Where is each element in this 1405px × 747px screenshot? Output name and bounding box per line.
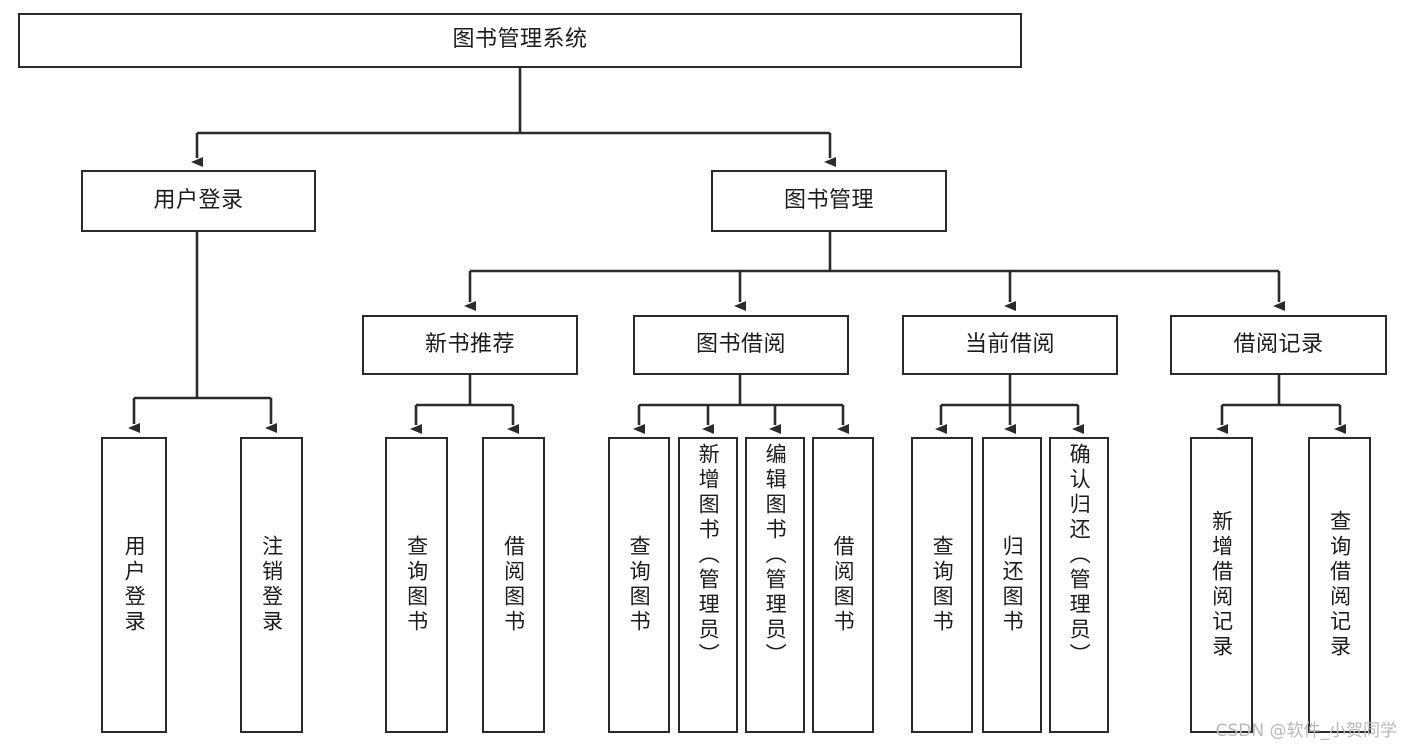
leaf-borrow-query-book[interactable]: 查询图书	[608, 437, 670, 733]
leaf-borrow-borrow-book[interactable]: 借阅图书	[812, 437, 874, 733]
leaf-new-book-borrow[interactable]: 借阅图书	[482, 437, 545, 733]
node-root-system[interactable]: 图书管理系统	[18, 13, 1022, 68]
node-label: 借阅记录	[1233, 331, 1324, 357]
node-book-management[interactable]: 图书管理	[711, 170, 947, 232]
node-borrow-records[interactable]: 借阅记录	[1170, 315, 1387, 375]
node-label: 借阅图书	[831, 535, 856, 635]
leaf-borrow-edit-book-admin[interactable]: 编辑图书（管理员）	[745, 437, 805, 733]
leaf-records-query-record[interactable]: 查询借阅记录	[1308, 437, 1371, 733]
leaf-user-login-logout[interactable]: 注销登录	[240, 437, 303, 733]
node-label: 新增借阅记录	[1209, 510, 1234, 660]
node-label: 查询图书	[627, 535, 652, 635]
node-label: 图书管理系统	[452, 27, 588, 53]
node-label: 注销登录	[259, 535, 284, 635]
node-label: 当前借阅	[964, 331, 1055, 357]
node-label: 用户登录	[122, 535, 147, 635]
node-label: 新增图书（管理员）	[696, 443, 721, 668]
leaf-records-add-record[interactable]: 新增借阅记录	[1190, 437, 1253, 733]
node-new-book-recommend[interactable]: 新书推荐	[362, 315, 578, 375]
node-label: 图书借阅	[695, 331, 786, 357]
node-label: 编辑图书（管理员）	[763, 443, 788, 668]
node-label: 归还图书	[1000, 535, 1025, 635]
node-label: 查询借阅记录	[1327, 510, 1352, 660]
leaf-current-confirm-return-admin[interactable]: 确认归还（管理员）	[1049, 437, 1109, 733]
leaf-new-book-query[interactable]: 查询图书	[385, 437, 448, 733]
node-label: 新书推荐	[424, 331, 515, 357]
leaf-current-query-book[interactable]: 查询图书	[911, 437, 973, 733]
node-label: 查询图书	[930, 535, 955, 635]
node-book-borrow[interactable]: 图书借阅	[633, 315, 849, 375]
leaf-current-return-book[interactable]: 归还图书	[982, 437, 1042, 733]
watermark: CSDN @软件_小贺同学	[1215, 721, 1397, 741]
node-label: 查询图书	[404, 535, 429, 635]
node-label: 图书管理	[783, 187, 874, 213]
node-label: 借阅图书	[501, 535, 526, 635]
leaf-user-login-login[interactable]: 用户登录	[101, 437, 167, 733]
node-label: 确认归还（管理员）	[1067, 443, 1092, 668]
node-user-login[interactable]: 用户登录	[81, 170, 316, 232]
node-label: 用户登录	[153, 187, 244, 213]
leaf-borrow-add-book-admin[interactable]: 新增图书（管理员）	[678, 437, 738, 733]
node-current-borrow[interactable]: 当前借阅	[902, 315, 1118, 375]
